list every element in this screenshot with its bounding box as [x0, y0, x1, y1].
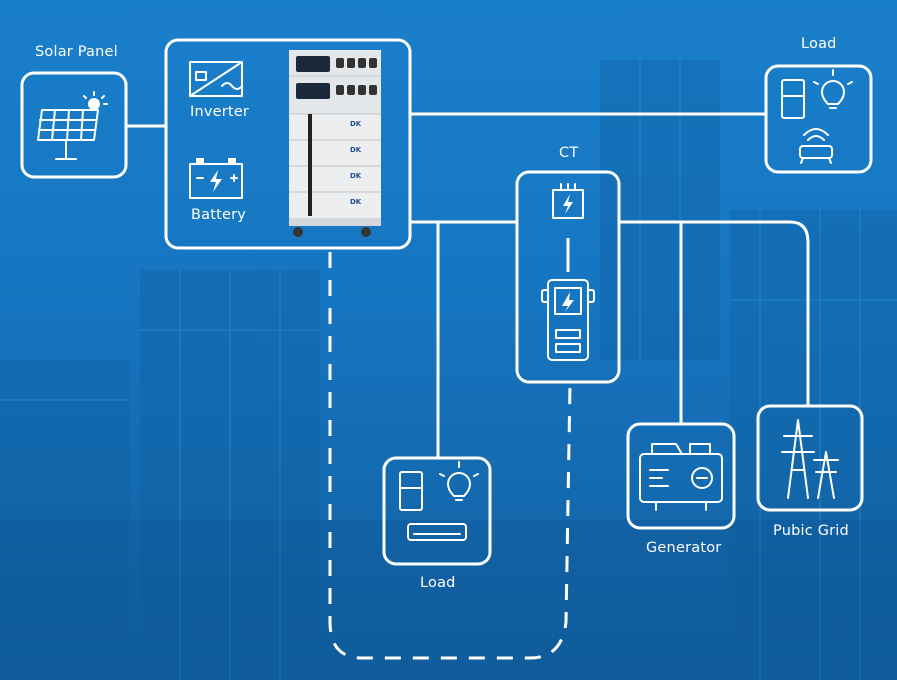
brand-mark-1: DK — [350, 120, 362, 128]
solar-panel-icon — [37, 91, 108, 160]
load-top-label: Load — [801, 36, 837, 52]
fridge-icon — [781, 79, 805, 119]
backup-dashed-loop — [328, 252, 572, 660]
generator-icon — [639, 443, 723, 511]
battery-stack-image: DK DK DK DK — [289, 50, 381, 237]
load-bottom-box — [382, 456, 492, 566]
bulb-icon-2 — [439, 461, 479, 501]
ct-to-grid-line — [619, 220, 810, 406]
battery-label: Battery — [191, 207, 247, 223]
bulb-icon — [813, 69, 853, 109]
brand-mark-4: DK — [350, 198, 362, 206]
meter-icon — [541, 279, 595, 361]
solar-panel-label: Solar Panel — [35, 44, 118, 60]
air-conditioner-icon — [407, 523, 467, 541]
ct-box — [515, 170, 621, 384]
load-top-box — [764, 64, 873, 174]
brand-mark-2: DK — [350, 146, 362, 154]
brand-mark-3: DK — [350, 172, 362, 180]
battery-icon — [189, 158, 243, 199]
ct-clamp-icon — [552, 183, 584, 219]
inverter-label: Inverter — [190, 104, 250, 120]
transmission-tower-icon — [781, 419, 839, 499]
generator-box — [626, 422, 736, 530]
inverter-icon — [189, 61, 243, 97]
load-bottom-label: Load — [420, 575, 456, 591]
public-grid-box — [756, 404, 864, 512]
system-box — [164, 38, 412, 250]
ct-label: CT — [559, 145, 579, 161]
router-icon — [799, 128, 833, 164]
public-grid-label: Pubic Grid — [773, 523, 849, 539]
fridge-icon-2 — [399, 471, 423, 511]
solar-panel-box — [20, 71, 128, 179]
generator-label: Generator — [646, 540, 722, 556]
